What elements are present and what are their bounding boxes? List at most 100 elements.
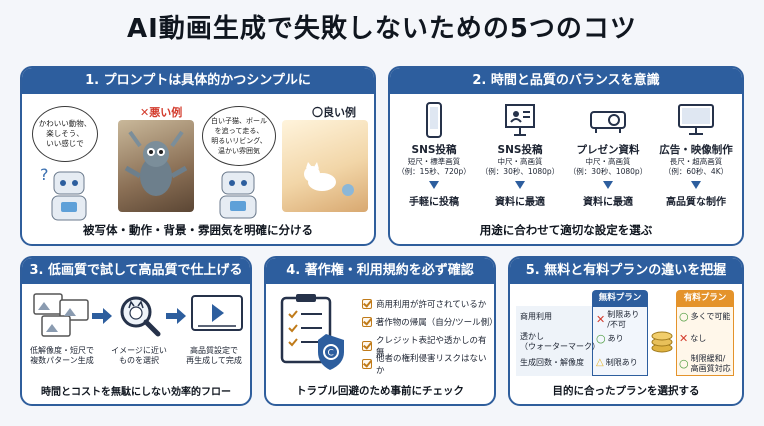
free-plan-column: [592, 306, 648, 376]
column-presentation: プレゼン資料 中尺・高画質 （例：30秒、1080p） 資料に最適: [566, 102, 650, 208]
paid-plan-header: 有料プラン: [676, 290, 734, 306]
cell-text: 制限あり: [605, 358, 638, 367]
step-generate: 低解像度・短尺で 複数パターン生成: [30, 346, 94, 365]
column-sub: 短尺・標準画質: [407, 157, 461, 166]
cross-icon: ✕: [679, 332, 689, 345]
check-item-credit: クレジット表記や透かしの有無: [362, 334, 494, 358]
svg-text:?: ?: [40, 165, 49, 184]
arrow-right-icon: [92, 308, 112, 324]
circle-icon: ○: [596, 332, 606, 345]
column-label: SNS投稿: [497, 144, 543, 156]
column-example: （例：15秒、720p）: [397, 167, 471, 176]
presentation-board-icon: [505, 104, 535, 136]
cell-text: 制限あり /不可: [607, 310, 640, 329]
card-footer: 目的に合ったプランを選択する: [552, 385, 700, 397]
arrow-down-icon: [603, 181, 613, 189]
column-use: 手軽に投稿: [409, 197, 459, 208]
arrow-down-icon: [429, 181, 439, 189]
row-label-limits: 生成回数・解像度: [520, 358, 584, 367]
paid-plan-column: [676, 306, 734, 376]
card-footer: 用途に合わせて適切な設定を選ぶ: [479, 223, 653, 237]
tip-card-plans: 5. 無料と有料プランの違いを把握 無料プラン 有料プラン 商用利用 透かし （…: [508, 256, 744, 406]
bad-example-label: ✕悪い例: [140, 106, 183, 119]
check-text: 著作物の帰属（自分/ツール側）: [375, 318, 496, 328]
column-sub: 中尺・高画質: [585, 157, 631, 166]
step-select: イメージに近い ものを選択: [111, 346, 167, 365]
check-item-commercial: 商用利用が許可されているか: [362, 298, 486, 310]
free-plan-header: 無料プラン: [592, 290, 648, 306]
card-title: 5. 無料と有料プランの違いを把握: [510, 258, 742, 284]
good-prompt-bubble: 白い子猫、ボール を追って走る、 明るいリビング、 温かい雰囲気: [202, 106, 276, 166]
column-use: 資料に最適: [495, 197, 545, 208]
robot-happy-icon: [219, 171, 257, 219]
column-use: 資料に最適: [583, 197, 633, 208]
check-text: 商用利用が許可されているか: [376, 300, 487, 310]
page-title: AI動画生成で失敗しないための5つのコツ: [127, 14, 637, 44]
row-label-column: [516, 306, 592, 376]
bad-example-image: [118, 120, 194, 212]
column-use: 高品質な制作: [666, 197, 726, 208]
monitor-icon: [678, 104, 714, 135]
cell-text: 制限緩和/ 高画質対応: [690, 354, 731, 373]
paid-commercial-cell: ○多くで可能: [679, 310, 735, 323]
card-footer: 被写体・動作・背景・雰囲気を明確に分ける: [83, 223, 313, 237]
bad-prompt-bubble: かわいい動物、 楽しそう、 いい感じで: [32, 106, 98, 162]
checkbox-icon: [362, 299, 372, 309]
column-sns-short: SNS投稿 短尺・標準画質 （例：15秒、720p） 手軽に投稿: [392, 102, 476, 208]
multiple-drafts-icon: [33, 293, 89, 337]
cell-text: 多くで可能: [690, 312, 731, 321]
column-label: SNS投稿: [411, 144, 457, 156]
checkbox-icon: [362, 341, 372, 351]
free-commercial-cell: ✕制限あり /不可: [596, 310, 648, 330]
robot-confused-icon: ?: [40, 165, 87, 221]
cell-text: あり: [607, 334, 624, 343]
check-item-attribution: 著作物の帰属（自分/ツール側）: [362, 316, 494, 328]
checkbox-icon: [362, 317, 372, 327]
check-text: 他者の権利侵害リスクはないか: [375, 354, 487, 376]
triangle-icon: △: [596, 357, 604, 368]
projector-icon: [590, 111, 626, 133]
paid-watermark-cell: ✕なし: [679, 332, 735, 345]
svg-text:C: C: [328, 349, 334, 359]
good-example-label: 〇良い例: [312, 106, 356, 119]
arrow-right-icon: [166, 308, 186, 324]
good-example-image: [282, 120, 368, 212]
card-footer: 時間とコストを無駄にしない効率的フロー: [41, 387, 231, 398]
column-example: （例：30秒、1080p）: [480, 167, 560, 176]
check-item-infringement: 他者の権利侵害リスクはないか: [362, 352, 494, 376]
card-title: 2. 時間と品質のバランスを意識: [390, 68, 742, 94]
smartphone-icon: [426, 102, 442, 138]
row-label-watermark: 透かし （ウォーターマーク）: [520, 332, 600, 351]
arrow-down-icon: [515, 181, 525, 189]
video-player-icon: [191, 295, 243, 331]
card-title: 3. 低画質で試して高品質で仕上げる: [22, 258, 250, 284]
column-example: （例：30秒、1080p）: [568, 167, 648, 176]
magnifier-cat-icon: [120, 296, 161, 337]
column-label: 広告・映像制作: [659, 144, 733, 156]
card-title: 1. プロンプトは具体的かつシンプルに: [22, 68, 374, 94]
free-watermark-cell: ○あり: [596, 332, 648, 345]
paid-limits-cell: ○制限緩和/ 高画質対応: [679, 354, 735, 374]
tip-card-copyright: 4. 著作権・利用規約を必ず確認 C 商用利用が許可されているか 著作物の帰属（…: [264, 256, 496, 406]
circle-icon: ○: [679, 357, 689, 370]
column-label: プレゼン資料: [576, 144, 640, 156]
tip-card-quality-balance: 2. 時間と品質のバランスを意識 SNS投稿 短尺・標準画質 （例：15秒、72…: [388, 66, 744, 246]
free-limits-cell: △制限あり: [596, 358, 648, 368]
column-sub: 中尺・高画質: [497, 157, 543, 166]
check-text: クレジット表記や透かしの有無: [375, 336, 487, 358]
card-footer: トラブル回避のため事前にチェック: [296, 385, 464, 397]
column-sub: 長尺・超高画質: [669, 157, 723, 166]
tip-card-test-low-quality: 3. 低画質で試して高品質で仕上げる 低解像度・短尺で 複数パターン生成 イメー…: [20, 256, 252, 406]
tip-card-prompt: 1. プロンプトは具体的かつシンプルに かわいい動物、 楽しそう、 いい感じで …: [20, 66, 376, 246]
checklist-shield-icon: C: [280, 294, 344, 370]
circle-icon: ○: [679, 310, 689, 323]
coins-icon: [651, 331, 673, 353]
cross-icon: ✕: [596, 313, 606, 326]
checkbox-icon: [362, 359, 372, 369]
column-sns-mid: SNS投稿 中尺・高画質 （例：30秒、1080p） 資料に最適: [478, 102, 562, 208]
arrow-down-icon: [691, 181, 701, 189]
column-example: （例：60秒、4K）: [663, 167, 729, 176]
row-label-commercial: 商用利用: [520, 312, 552, 321]
cell-text: なし: [690, 334, 707, 343]
column-ad-production: 広告・映像制作 長尺・超高画質 （例：60秒、4K） 高品質な制作: [654, 102, 738, 208]
